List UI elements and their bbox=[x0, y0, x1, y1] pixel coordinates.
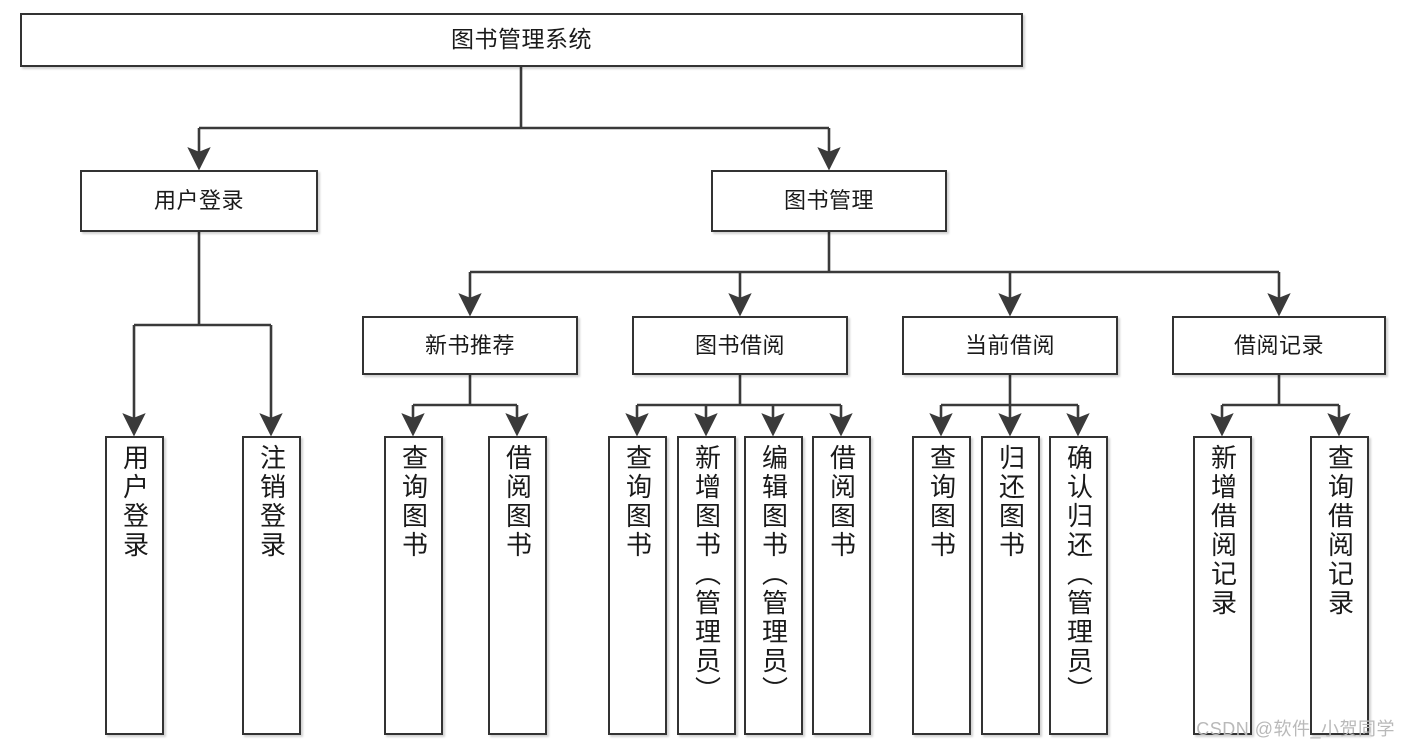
node-label: 用户登录 bbox=[153, 188, 244, 214]
leaf-borrow-add-book[interactable]: 新增图书（管理员） bbox=[677, 436, 736, 735]
leaf-record-query-record[interactable]: 查询借阅记录 bbox=[1310, 436, 1369, 735]
node-label: 用户登录 bbox=[119, 444, 150, 560]
leaf-current-confirm-return[interactable]: 确认归还（管理员） bbox=[1049, 436, 1108, 735]
node-label: 图书借阅 bbox=[694, 332, 785, 358]
node-book-management[interactable]: 图书管理 bbox=[711, 170, 947, 232]
node-label: 查询图书 bbox=[398, 444, 429, 560]
csdn-watermark: CSDN @软件_小贺同学 bbox=[1196, 719, 1395, 739]
leaf-current-return-book[interactable]: 归还图书 bbox=[981, 436, 1040, 735]
node-label: 新增借阅记录 bbox=[1207, 444, 1238, 618]
node-label: 查询图书 bbox=[926, 444, 957, 560]
node-label: 当前借阅 bbox=[964, 332, 1055, 358]
node-current-borrow[interactable]: 当前借阅 bbox=[902, 316, 1118, 375]
node-root-system[interactable]: 图书管理系统 bbox=[20, 13, 1023, 67]
node-borrow-record[interactable]: 借阅记录 bbox=[1172, 316, 1386, 375]
node-label: 新书推荐 bbox=[424, 332, 515, 358]
node-label: 图书管理 bbox=[783, 188, 874, 214]
node-book-borrow[interactable]: 图书借阅 bbox=[632, 316, 848, 375]
node-label: 借阅图书 bbox=[826, 444, 857, 560]
node-label: 图书管理系统 bbox=[451, 26, 592, 53]
node-label: 查询图书 bbox=[622, 444, 653, 560]
leaf-record-add-record[interactable]: 新增借阅记录 bbox=[1193, 436, 1252, 735]
leaf-current-query-book[interactable]: 查询图书 bbox=[912, 436, 971, 735]
leaf-user-login-logout[interactable]: 注销登录 bbox=[242, 436, 301, 735]
node-label: 借阅记录 bbox=[1233, 332, 1324, 358]
node-label: 编辑图书（管理员） bbox=[758, 444, 789, 705]
leaf-recommend-borrow-book[interactable]: 借阅图书 bbox=[488, 436, 547, 735]
leaf-borrow-borrow-book[interactable]: 借阅图书 bbox=[812, 436, 871, 735]
node-label: 借阅图书 bbox=[502, 444, 533, 560]
node-label: 查询借阅记录 bbox=[1324, 444, 1355, 618]
node-label: 新增图书（管理员） bbox=[691, 444, 722, 705]
node-new-book-recommend[interactable]: 新书推荐 bbox=[362, 316, 578, 375]
node-label: 注销登录 bbox=[256, 444, 287, 560]
node-label: 归还图书 bbox=[995, 444, 1026, 560]
leaf-recommend-query-book[interactable]: 查询图书 bbox=[384, 436, 443, 735]
leaf-borrow-edit-book[interactable]: 编辑图书（管理员） bbox=[744, 436, 803, 735]
node-label: 确认归还（管理员） bbox=[1063, 444, 1094, 705]
leaf-user-login-login[interactable]: 用户登录 bbox=[105, 436, 164, 735]
node-user-login[interactable]: 用户登录 bbox=[80, 170, 318, 232]
leaf-borrow-query-book[interactable]: 查询图书 bbox=[608, 436, 667, 735]
